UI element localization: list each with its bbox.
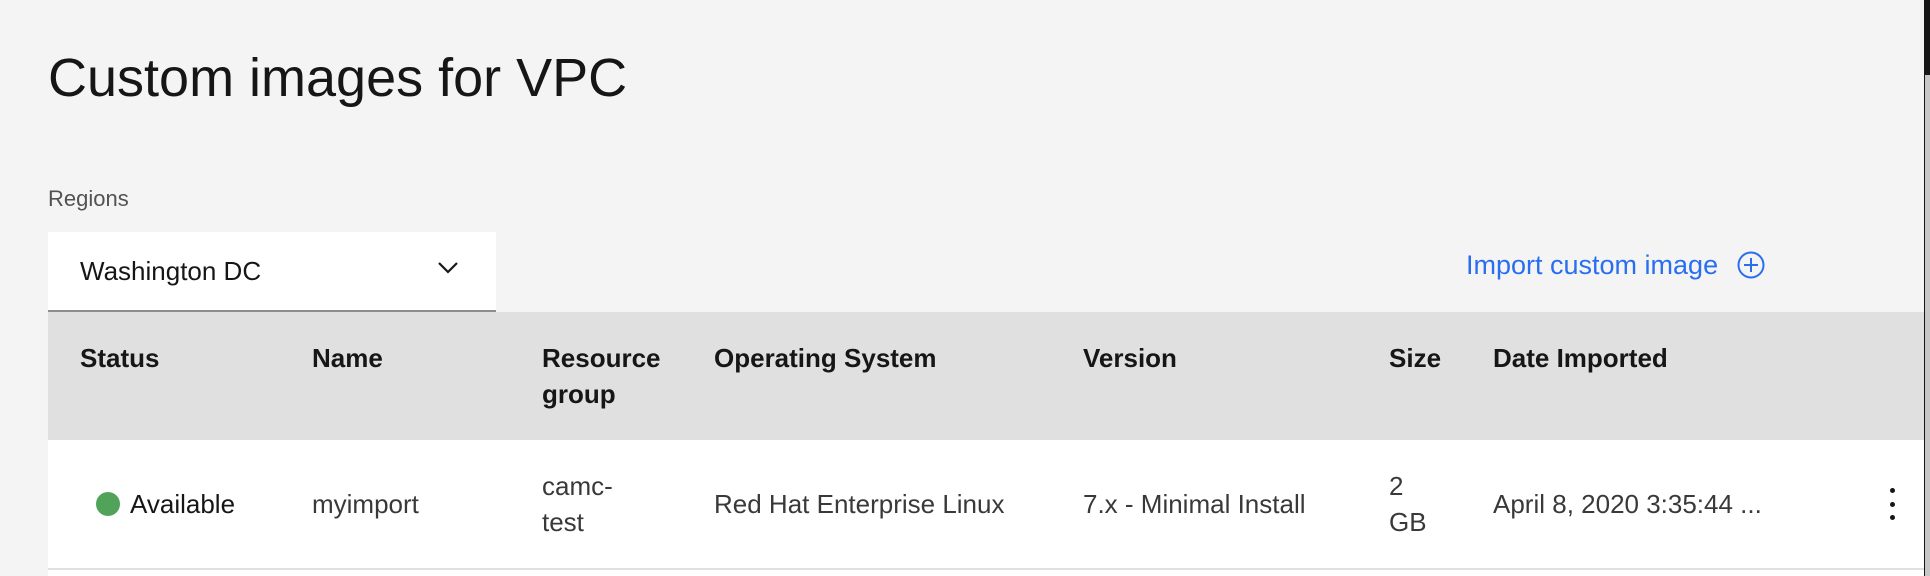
- table-row[interactable]: Available myimport camc-test Red Hat Ent…: [48, 440, 1924, 570]
- add-circle-icon: [1737, 251, 1765, 279]
- regions-dropdown[interactable]: Washington DC: [48, 232, 496, 312]
- regions-dropdown-value: Washington DC: [80, 256, 262, 286]
- import-custom-image-label: Import custom image: [1466, 249, 1719, 280]
- operating-system-cell: Red Hat Enterprise Linux: [714, 489, 1005, 519]
- status-cell: Available: [96, 486, 235, 522]
- date-imported-cell: April 8, 2020 3:35:44 ...: [1493, 489, 1762, 519]
- column-header-name[interactable]: Name: [312, 343, 383, 373]
- name-cell[interactable]: myimport: [312, 489, 419, 519]
- table-footer-space: [48, 570, 1924, 576]
- column-header-size[interactable]: Size: [1389, 343, 1442, 373]
- column-header-resource-group[interactable]: Resource group: [542, 343, 661, 409]
- column-header-date-imported[interactable]: Date Imported: [1493, 343, 1668, 373]
- import-custom-image-link[interactable]: Import custom image: [1466, 246, 1766, 284]
- size-cell: 2 GB: [1389, 471, 1427, 537]
- status-text: Available: [130, 489, 236, 519]
- adjacent-window-edge: [1924, 0, 1930, 576]
- custom-images-table: Status Name Resource group Operating Sys…: [48, 312, 1924, 570]
- version-cell: 7.x - Minimal Install: [1083, 489, 1306, 519]
- page-title: Custom images for VPC: [48, 48, 628, 108]
- column-header-status[interactable]: Status: [80, 343, 160, 373]
- table-header: Status Name Resource group Operating Sys…: [48, 312, 1924, 440]
- chevron-down-icon: [438, 262, 458, 274]
- column-header-version[interactable]: Version: [1083, 343, 1177, 373]
- column-header-operating-system[interactable]: Operating System: [714, 343, 937, 373]
- overflow-menu-vertical-icon[interactable]: [1884, 488, 1900, 520]
- status-available-icon: [96, 492, 120, 516]
- regions-label: Regions: [48, 186, 129, 211]
- resource-group-cell: camc-test: [542, 471, 613, 537]
